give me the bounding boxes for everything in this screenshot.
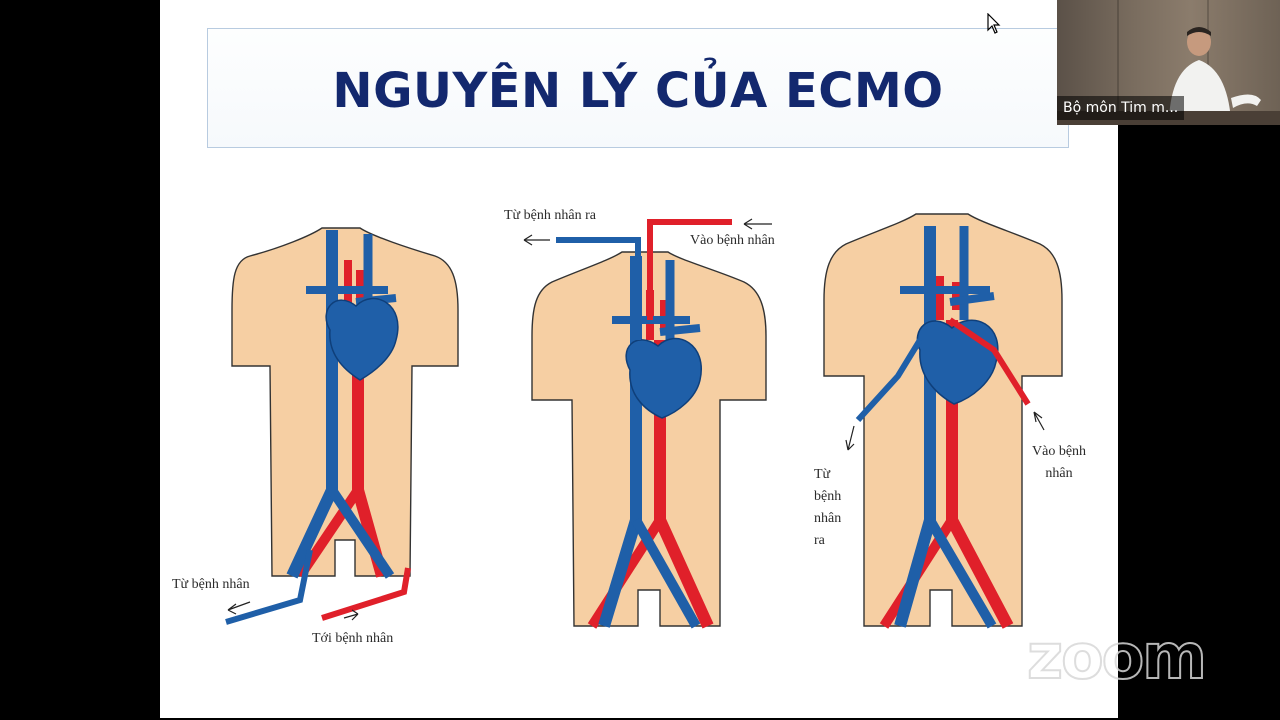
iliac-vein-right <box>631 517 701 629</box>
panel3-out-line: Từ <box>814 467 831 482</box>
body-silhouette <box>231 227 459 577</box>
zoom-watermark: zoom <box>1026 619 1208 694</box>
panel3-in-line: Vào bệnh <box>1032 444 1087 459</box>
arrow-in <box>343 609 359 621</box>
iliac-vein-right <box>327 487 395 579</box>
webcam-thumbnail[interactable]: Bộ môn Tim m... <box>1057 0 1280 125</box>
return-cannula <box>948 317 1031 406</box>
arrow-out <box>845 425 855 451</box>
return-cannula <box>647 219 732 320</box>
presentation-slide: NGUYÊN LÝ CỦA ECMO <box>160 0 1118 718</box>
panel1-out-label: Từ bệnh nhân <box>172 577 250 592</box>
drainage-cannula <box>855 338 923 423</box>
participant-name: Bộ môn Tim m... <box>1057 96 1185 120</box>
wall-panel <box>1207 0 1209 125</box>
subclavian-veins <box>900 286 995 306</box>
return-cannula <box>321 567 411 621</box>
ecmo-panel-1 <box>225 227 459 625</box>
panel2-out-label: Từ bệnh nhân ra <box>504 208 596 223</box>
drainage-cannula <box>556 237 641 340</box>
arrow-out <box>523 234 550 246</box>
wall-panel <box>1117 0 1119 125</box>
panel3-out-line: nhân <box>814 511 842 526</box>
ecmo-panel-2 <box>523 218 772 629</box>
slide-title-box: NGUYÊN LÝ CỦA ECMO <box>207 28 1069 148</box>
arrow-in <box>743 218 772 230</box>
body-silhouette <box>823 213 1063 627</box>
panel3-out-line: bệnh <box>814 489 842 504</box>
drainage-cannula <box>225 549 313 625</box>
panel1-in-label: Tới bệnh nhân <box>312 631 394 646</box>
panel3-out-line: ra <box>814 533 825 548</box>
mouse-pointer-icon <box>987 13 1001 34</box>
panel3-in-line: nhân <box>1045 466 1073 481</box>
heart <box>325 297 399 381</box>
panel3-in-label: Vào bệnh nhân <box>1032 441 1086 485</box>
iliac-vein-right <box>925 517 997 629</box>
presenter-figure <box>1169 27 1261 120</box>
panel3-out-label: Từ bệnh nhân ra <box>814 464 841 552</box>
body-silhouette <box>531 251 767 627</box>
slide-title: NGUYÊN LÝ CỦA ECMO <box>332 63 944 119</box>
arrow-in <box>1033 411 1045 431</box>
arrow-out <box>227 601 251 615</box>
panel2-in-label: Vào bệnh nhân <box>690 233 775 248</box>
ecmo-diagram <box>225 213 1063 629</box>
heart <box>625 337 703 419</box>
ecmo-panel-3 <box>823 213 1063 629</box>
